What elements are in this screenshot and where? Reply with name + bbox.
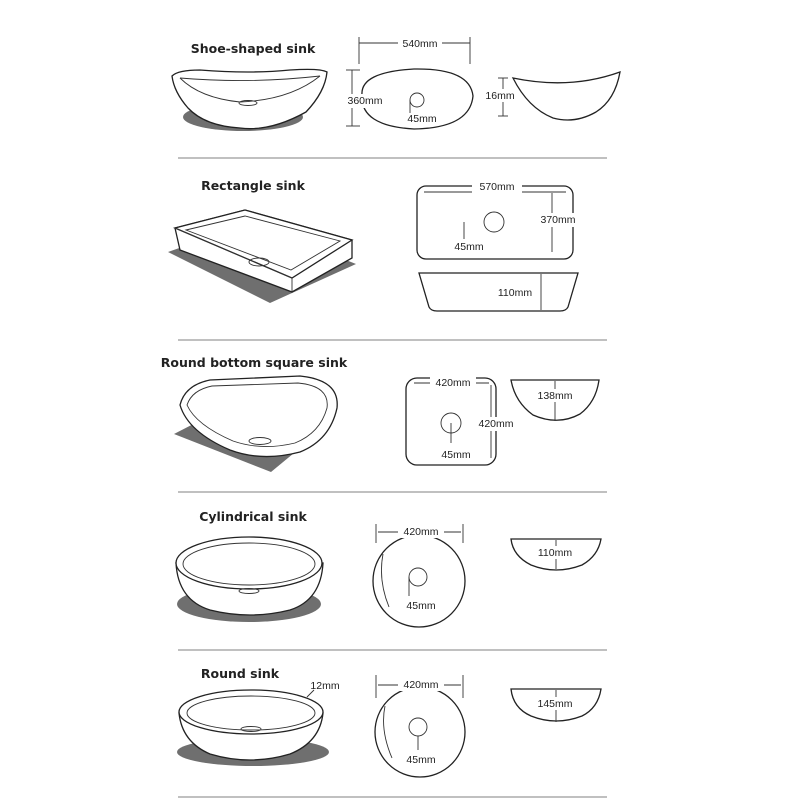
- side-outline: [511, 71, 621, 121]
- width-label: 420mm: [403, 526, 438, 538]
- sink-title: Rectangle sink: [201, 178, 306, 193]
- sink-inner-bowl: [186, 695, 316, 731]
- sink-inner-bowl: [186, 382, 328, 447]
- top-outline: [372, 534, 466, 628]
- cylindrical-sink-section: Cylindrical sink 420mm 45mm 110mm: [175, 509, 602, 628]
- sink-rim: [175, 536, 323, 590]
- rectangle-sink-section: Rectangle sink 570mm 370mm 45mm 110m: [168, 178, 579, 312]
- sink-inner-bowl: [184, 215, 342, 271]
- height-label: 110mm: [498, 287, 532, 299]
- depth-label: 370mm: [540, 214, 575, 226]
- round-bottom-square-top-view: 420mm 420mm 45mm: [405, 376, 518, 466]
- drain-label: 45mm: [454, 241, 483, 253]
- round-side-view: 145mm: [510, 688, 602, 722]
- round-sink-illustration: 12mm: [177, 680, 340, 766]
- shoe-shaped-top-view: 540mm 360mm 45mm: [345, 36, 474, 130]
- cylindrical-sink-illustration: [175, 536, 324, 622]
- width-label: 420mm: [403, 679, 438, 691]
- shoe-shaped-sink-section: Shoe-shaped sink 540mm 360mm 45mm: [171, 36, 621, 131]
- sink-rim: [179, 75, 321, 82]
- drain-label: 45mm: [406, 754, 435, 766]
- rectangle-side-view: 110mm: [418, 272, 579, 312]
- drain-label: 45mm: [406, 600, 435, 612]
- rim-thickness-label: 12mm: [310, 680, 339, 692]
- rectangle-sink-illustration: [168, 209, 356, 303]
- width-label: 540mm: [402, 38, 437, 50]
- sink-inner-bowl: [182, 542, 316, 586]
- height-label: 145mm: [537, 698, 572, 710]
- round-top-view: 420mm 45mm: [374, 675, 466, 778]
- height-label: 110mm: [538, 547, 572, 559]
- drain-hole: [238, 588, 260, 594]
- drain-hole: [238, 100, 258, 106]
- height-label: 138mm: [537, 390, 572, 402]
- sink-rim: [178, 689, 324, 735]
- sink-title: Cylindrical sink: [199, 509, 307, 524]
- shoe-shaped-sink-illustration: [171, 68, 328, 131]
- drain-circle: [483, 211, 505, 233]
- rectangle-top-view: 570mm 370mm 45mm: [416, 180, 576, 260]
- round-bottom-square-sink-section: Round bottom square sink 420mm 420mm 45m…: [161, 355, 600, 472]
- cylindrical-side-view: 110mm: [510, 538, 602, 571]
- drain-label: 45mm: [441, 449, 470, 461]
- width-label: 570mm: [479, 181, 514, 193]
- top-outline: [361, 68, 474, 130]
- depth-label: 420mm: [478, 418, 513, 430]
- height-label: 16mm: [485, 90, 514, 102]
- sink-title: Round sink: [201, 666, 280, 681]
- sink-body: [179, 375, 338, 458]
- width-label: 420mm: [435, 377, 470, 389]
- cylindrical-top-view: 420mm 45mm: [372, 524, 466, 628]
- drain-hole: [248, 437, 272, 445]
- drain-hole: [248, 257, 270, 267]
- round-bottom-square-side-view: 138mm: [510, 379, 600, 421]
- shoe-shaped-side-view: 16mm: [483, 71, 621, 121]
- drain-label: 45mm: [407, 113, 436, 125]
- drain-hole: [240, 726, 262, 732]
- sink-body: [171, 68, 328, 130]
- round-bottom-square-sink-illustration: [174, 375, 338, 472]
- sink-title: Round bottom square sink: [161, 355, 348, 370]
- depth-label: 360mm: [347, 95, 382, 107]
- round-sink-section: Round sink 12mm 420mm 45mm 14: [177, 666, 602, 778]
- sink-title: Shoe-shaped sink: [191, 41, 316, 56]
